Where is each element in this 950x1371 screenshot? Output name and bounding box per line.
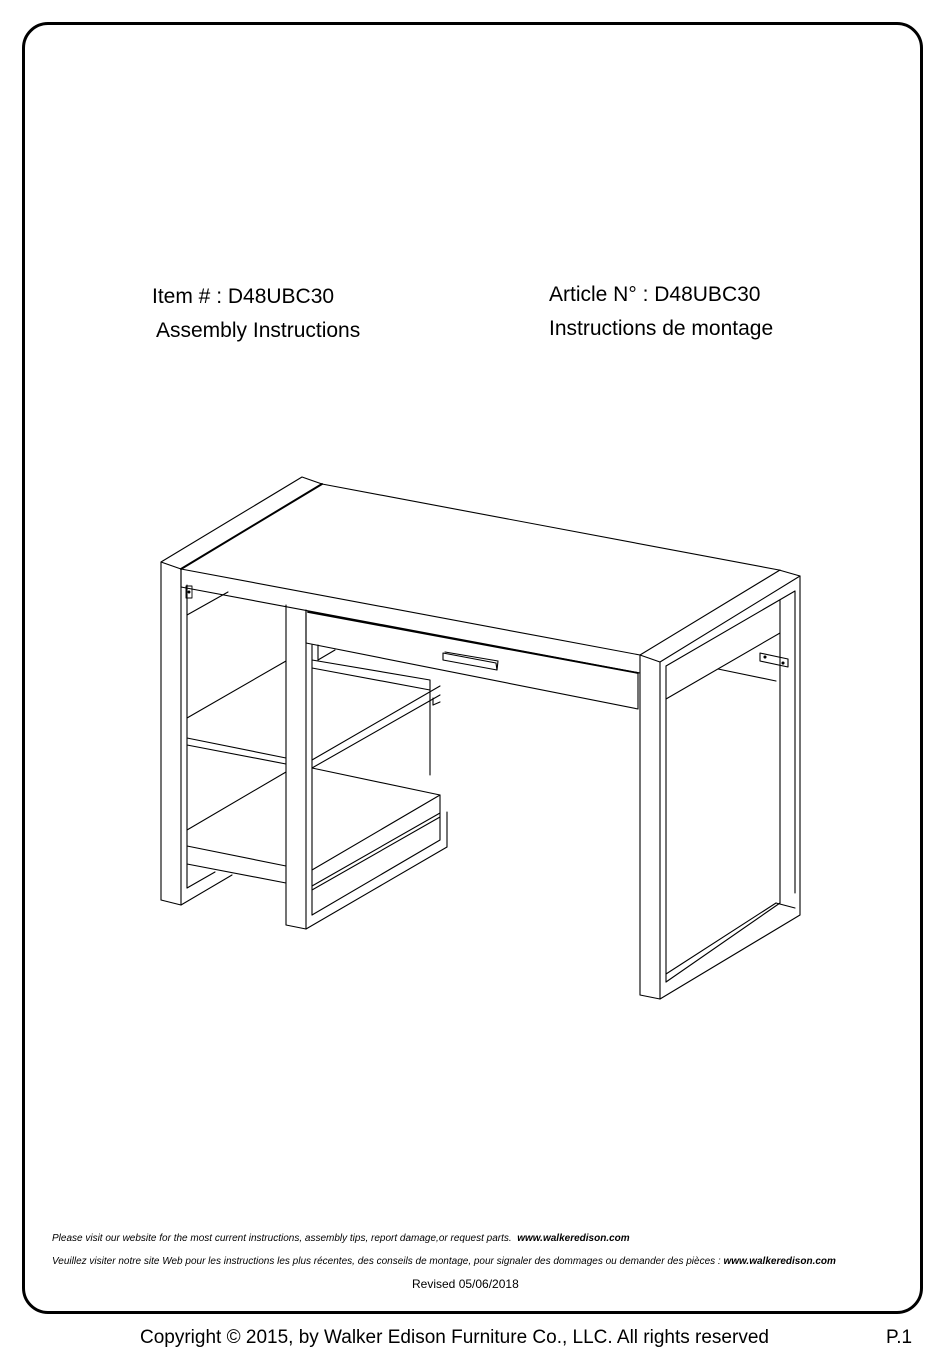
item-number-en: Item # : D48UBC30 xyxy=(152,285,335,308)
revised-date: Revised 05/06/2018 xyxy=(412,1277,519,1291)
copyright-notice: Copyright © 2015, by Walker Edison Furni… xyxy=(140,1327,769,1348)
website-notice-french: Veuillez visiter notre site Web pour les… xyxy=(52,1256,836,1267)
title-block-english: Item # : D48UBC30 Assembly Instructions xyxy=(152,280,360,348)
assembly-instructions-title-fr: Instructions de montage xyxy=(549,317,774,340)
shelves xyxy=(186,644,441,891)
page-number: P.1 xyxy=(886,1327,913,1348)
drawer xyxy=(305,609,639,710)
middle-leg-frame xyxy=(285,604,448,930)
notice-text-en: Please visit our website for the most cu… xyxy=(52,1233,512,1244)
item-number-fr: Article N° : D48UBC30 xyxy=(549,283,761,306)
right-leg-frame xyxy=(639,575,801,1000)
website-notice-english: Please visit our website for the most cu… xyxy=(52,1233,630,1244)
left-leg-frame xyxy=(160,561,233,906)
desk-top xyxy=(160,476,801,674)
page-border-frame xyxy=(22,22,923,1314)
assembly-instructions-title-en: Assembly Instructions xyxy=(156,319,361,342)
notice-text-fr: Veuillez visiter notre site Web pour les… xyxy=(52,1256,721,1267)
website-link-en[interactable]: www.walkeredison.com xyxy=(517,1233,630,1244)
website-link-fr[interactable]: www.walkeredison.com xyxy=(723,1256,836,1267)
title-block-french: Article N° : D48UBC30 Instructions de mo… xyxy=(549,278,773,346)
